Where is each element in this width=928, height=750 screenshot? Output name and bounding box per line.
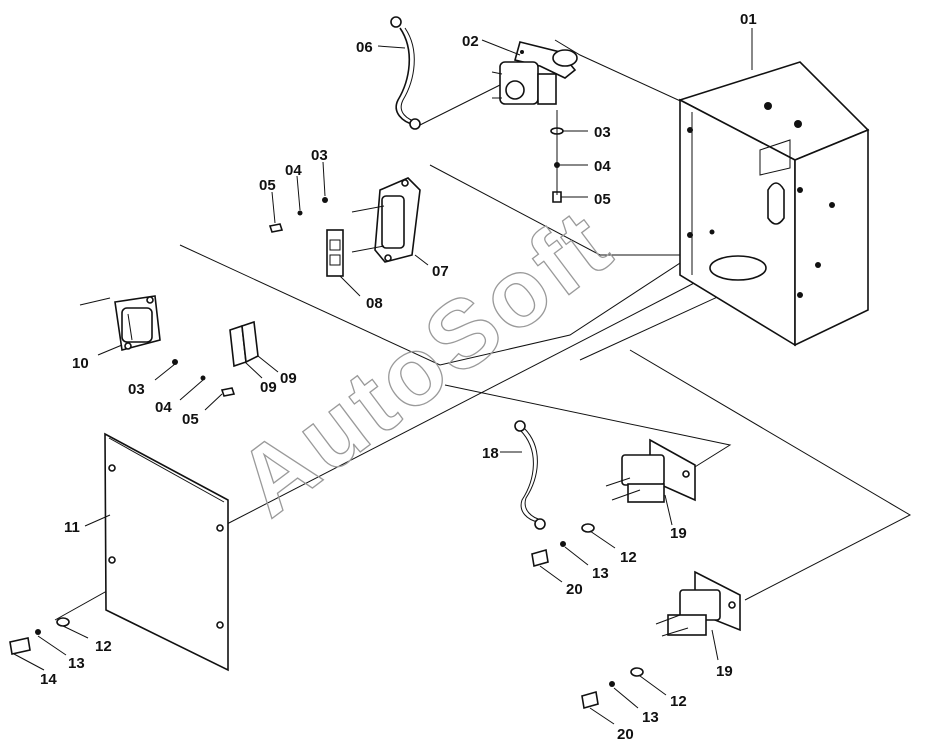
label-11: 11 (64, 519, 80, 536)
label-04: 04 (285, 162, 302, 179)
label-20: 20 (617, 726, 634, 743)
bracket-part (229, 320, 259, 368)
label-05: 05 (594, 191, 611, 208)
enclosure-box-part (677, 61, 870, 347)
label-10: 10 (72, 355, 89, 372)
label-06: 06 (356, 39, 373, 56)
cable-part (390, 16, 421, 130)
label-18: 18 (482, 445, 499, 462)
assembly-guide-lines (54, 39, 912, 621)
label-19: 19 (716, 663, 733, 680)
label-09: 09 (260, 379, 277, 396)
label-03: 03 (594, 124, 611, 141)
label-05: 05 (182, 411, 199, 428)
hardware-stack-middle (268, 197, 328, 233)
hardware-stack-mid-right (531, 523, 595, 568)
label-02: 02 (462, 33, 479, 50)
switch-lower-part (655, 570, 741, 637)
cover-plate-part (104, 432, 229, 672)
label-12: 12 (670, 693, 687, 710)
relay-part (114, 295, 161, 352)
leader-lines (13, 28, 753, 725)
label-04: 04 (594, 158, 611, 175)
label-19: 19 (670, 525, 687, 542)
switch-upper-part (605, 438, 696, 503)
label-13: 13 (592, 565, 609, 582)
label-20: 20 (566, 581, 583, 598)
label-04: 04 (155, 399, 172, 416)
label-13: 13 (68, 655, 85, 672)
label-07: 07 (432, 263, 449, 280)
label-09: 09 (280, 370, 297, 387)
hardware-stack-bottom-right (581, 667, 644, 710)
terminal-plate-part (326, 229, 344, 277)
label-01: 01 (740, 11, 757, 28)
watermark-text: AutoSoft (218, 188, 632, 537)
label-13: 13 (642, 709, 659, 726)
callout-labels: 01 02 03 04 05 06 05 04 03 07 08 10 09 0… (40, 11, 757, 743)
label-03: 03 (128, 381, 145, 398)
circuit-breaker-part (351, 177, 421, 263)
solenoid-part (491, 41, 578, 105)
label-05: 05 (259, 177, 276, 194)
hardware-stack-bottom-left (9, 617, 70, 655)
label-03: 03 (311, 147, 328, 164)
label-12: 12 (95, 638, 112, 655)
cable-lower-part (514, 420, 546, 530)
label-08: 08 (366, 295, 383, 312)
label-12: 12 (620, 549, 637, 566)
hardware-stack-right (550, 110, 564, 203)
hardware-stack-left (172, 359, 236, 397)
label-14: 14 (40, 671, 57, 688)
